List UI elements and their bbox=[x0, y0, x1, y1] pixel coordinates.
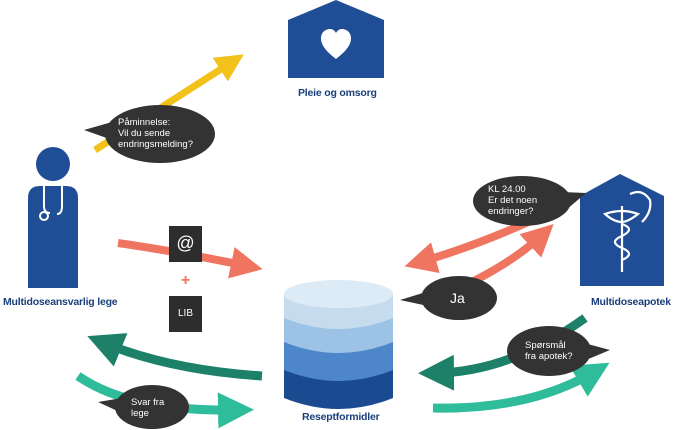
reminder-line-3: endringsmelding? bbox=[118, 139, 193, 150]
question-bubble bbox=[507, 326, 610, 376]
pharmacy-house-icon bbox=[580, 174, 664, 286]
plus-sign: + bbox=[180, 272, 191, 289]
kl24-line-1: KL 24.00 bbox=[488, 184, 526, 195]
kl24-bubble bbox=[473, 176, 586, 226]
database-icon bbox=[284, 280, 393, 409]
arrow-rf-to-pharmacy-bottom bbox=[432, 362, 610, 413]
answer-line-1: Svar fra bbox=[131, 397, 165, 408]
arrow-rf-to-doctor bbox=[87, 333, 263, 381]
answer-bubble bbox=[98, 385, 189, 429]
pharmacy-label: Multidoseapotek bbox=[591, 296, 671, 308]
doctor-label: Multidoseansvarlig lege bbox=[3, 296, 118, 308]
question-line-1: Spørsmål bbox=[525, 340, 566, 351]
answer-line-2: lege bbox=[131, 408, 149, 419]
lib-text: LIB bbox=[177, 308, 193, 319]
ja-bubble bbox=[400, 276, 497, 320]
kl24-line-2: Er det noen bbox=[488, 195, 538, 206]
at-box bbox=[169, 226, 202, 262]
rf-label: Reseptformidler bbox=[302, 411, 380, 423]
question-text: Spørsmål fra apotek? bbox=[525, 340, 573, 362]
lib-box bbox=[169, 296, 202, 332]
answer-text: Svar fra lege bbox=[131, 397, 164, 419]
reminder-line-2: Vil du sende bbox=[118, 128, 171, 139]
reminder-bubble bbox=[84, 105, 215, 163]
ja-text: Ja bbox=[450, 290, 465, 306]
care-label: Pleie og omsorg bbox=[298, 87, 377, 99]
reminder-text: Påminnelse: Vil du sende endringsmelding… bbox=[118, 117, 193, 150]
house-heart-icon bbox=[288, 0, 384, 78]
doctor-icon bbox=[28, 147, 78, 288]
at-symbol: @ bbox=[176, 233, 195, 253]
question-line-2: fra apotek? bbox=[525, 351, 573, 362]
kl24-text: KL 24.00 Er det noen endringer? bbox=[488, 184, 537, 217]
kl24-line-3: endringer? bbox=[488, 206, 534, 217]
reminder-line-1: Påminnelse: bbox=[118, 117, 171, 128]
